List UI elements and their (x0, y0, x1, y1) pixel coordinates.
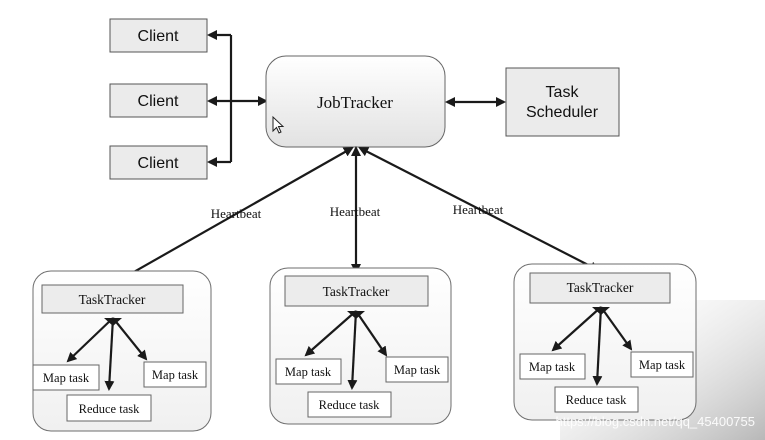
client-box-1: Client (109, 18, 208, 53)
watermark-url: https://blog.csdn.net/qq_45400755 (556, 414, 756, 429)
reduce-task-3: Reduce task (566, 393, 627, 407)
tasktracker-label-2: TaskTracker (323, 284, 390, 299)
client-label-3: Client (138, 155, 179, 172)
map-task-2b: Map task (394, 363, 441, 377)
map-task-1a: Map task (43, 371, 90, 385)
mouse-pointer-icon (272, 115, 285, 134)
client-label-2: Client (138, 93, 179, 110)
jobtracker-label: JobTracker (317, 93, 393, 112)
map-task-3a: Map task (529, 360, 576, 374)
client-box-2: Client (109, 83, 208, 118)
map-task-3b: Map task (639, 358, 686, 372)
tasktracker-group-1: TaskTracker Map task Map task Reduce tas… (32, 270, 212, 432)
tasktracker-label-1: TaskTracker (79, 292, 146, 307)
jobtracker-box: JobTracker (265, 55, 446, 148)
client-label-1: Client (138, 28, 179, 45)
tasktracker-group-3: TaskTracker Map task Map task Reduce tas… (513, 263, 697, 421)
heartbeat-label-3: Heartbeat (453, 202, 504, 217)
reduce-task-1: Reduce task (79, 402, 140, 416)
map-task-1b: Map task (152, 368, 199, 382)
task-scheduler-box: Task Scheduler (505, 67, 620, 137)
task-scheduler-label-line2: Scheduler (526, 104, 599, 121)
tasktracker-label-3: TaskTracker (567, 280, 634, 295)
client-connectors (207, 30, 268, 167)
tasktracker-group-2: TaskTracker Map task Map task Reduce tas… (269, 267, 452, 425)
heartbeat-label-1: Heartbeat (211, 206, 262, 221)
reduce-task-2: Reduce task (319, 398, 380, 412)
task-scheduler-label-line1: Task (546, 84, 580, 101)
client-box-3: Client (109, 145, 208, 180)
heartbeat-arrows (116, 146, 600, 282)
map-task-2a: Map task (285, 365, 332, 379)
heartbeat-label-2: Heartbeat (330, 204, 381, 219)
